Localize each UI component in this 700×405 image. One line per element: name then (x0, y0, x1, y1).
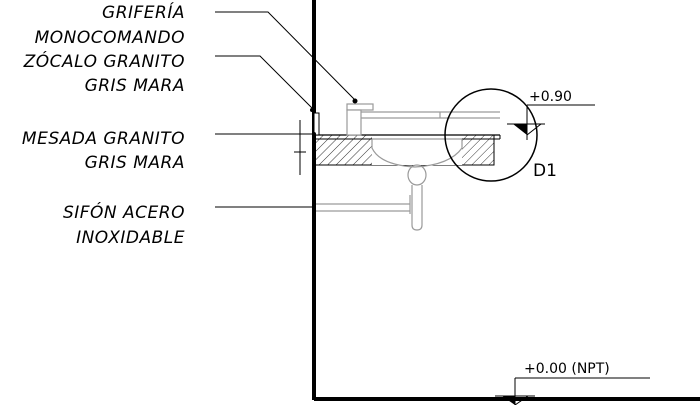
backsplash (313, 112, 320, 136)
faucet (346, 103, 500, 136)
label-zocalo-2: GRIS MARA (85, 76, 185, 96)
countertop-slab (313, 134, 501, 166)
label-sifon-2: INOXIDABLE (76, 228, 185, 248)
detail-tag: D1 (533, 161, 557, 181)
level-mark-floor (495, 377, 650, 405)
label-griferia-2: MONOCOMANDO (35, 28, 185, 48)
basin (371, 138, 463, 168)
level-countertop-text: +0.90 (529, 89, 572, 105)
label-mesada-2: GRIS MARA (85, 153, 185, 173)
label-sifon-1: SIFÓN ACERO (63, 201, 185, 223)
siphon (316, 164, 427, 231)
label-zocalo-1: ZÓCALO GRANITO (23, 50, 185, 72)
detail-callout-circle (444, 88, 538, 182)
level-floor-text: +0.00 (NPT) (524, 361, 610, 377)
label-mesada-1: MESADA GRANITO (22, 129, 185, 149)
level-mark-countertop (507, 104, 595, 140)
leader-lines (215, 11, 358, 208)
label-griferia-1: GRIFERÍA (102, 1, 185, 23)
